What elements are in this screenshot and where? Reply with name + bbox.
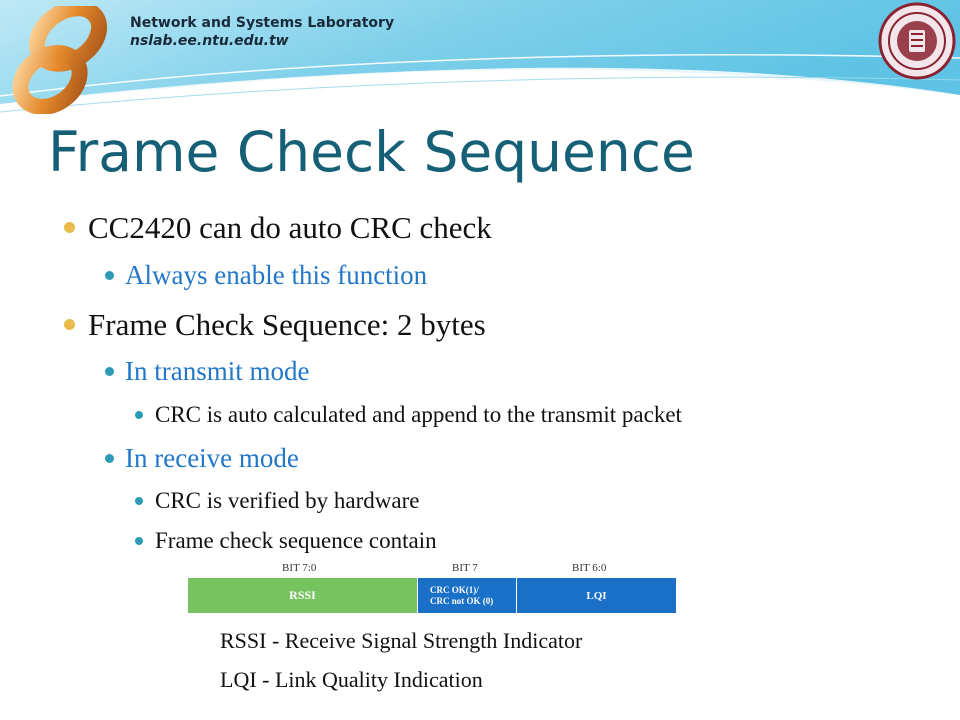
orange-infinity-logo-icon xyxy=(12,6,108,114)
bullet-item: CC2420 can do auto CRC check xyxy=(64,210,492,246)
bullet-dot-icon xyxy=(64,319,75,330)
bullet-item: CRC is auto calculated and append to the… xyxy=(135,402,682,428)
bit-label-lqi: BIT 6:0 xyxy=(572,562,607,574)
slide-header: Network and Systems Laboratory nslab.ee.… xyxy=(0,0,960,130)
abbreviation-lqi: LQI - Link Quality Indication xyxy=(220,667,483,692)
crc-status-line-1: CRC OK(1)/ xyxy=(430,584,479,595)
bullet-dot-icon xyxy=(105,367,114,376)
bullet-item: In transmit mode xyxy=(105,356,310,387)
bullet-item: In receive mode xyxy=(105,443,299,474)
lab-name: Network and Systems Laboratory xyxy=(130,15,395,31)
bullet-dot-icon xyxy=(105,454,114,463)
bit-label-rssi: BIT 7:0 xyxy=(282,562,317,574)
header-swoosh-background xyxy=(0,0,960,114)
bullet-text: In transmit mode xyxy=(125,356,310,386)
bullet-text: CRC is auto calculated and append to the… xyxy=(155,402,682,427)
bit-label-crc: BIT 7 xyxy=(452,562,478,574)
rssi-field-label: RSSI xyxy=(289,588,316,602)
lqi-field-label: LQI xyxy=(586,589,607,602)
bullet-text: CC2420 can do auto CRC check xyxy=(88,210,492,245)
abbreviation-rssi: RSSI - Receive Signal Strength Indicator xyxy=(220,628,583,653)
bullet-item: Always enable this function xyxy=(105,260,428,291)
bullet-text: CRC is verified by hardware xyxy=(155,488,420,513)
bullet-item: Frame check sequence contain xyxy=(135,528,437,554)
bullet-dot-icon xyxy=(105,271,114,280)
lqi-field: LQI xyxy=(517,578,676,613)
bullet-text: Frame Check Sequence: 2 bytes xyxy=(88,307,486,342)
rssi-field: RSSI xyxy=(188,578,417,613)
bullet-dot-icon xyxy=(135,411,143,419)
bullet-item: CRC is verified by hardware xyxy=(135,488,420,514)
bullet-item: Frame Check Sequence: 2 bytes xyxy=(64,307,486,343)
crc-status-line-2: CRC not OK (0) xyxy=(430,595,494,606)
lab-url: nslab.ee.ntu.edu.tw xyxy=(130,33,289,49)
crc-status-field: CRC OK(1)/ CRC not OK (0) xyxy=(417,578,517,613)
slide-title: Frame Check Sequence xyxy=(48,120,695,184)
bullet-dot-icon xyxy=(135,537,143,545)
bullet-dot-icon xyxy=(135,497,143,505)
bullet-text: Frame check sequence contain xyxy=(155,528,437,553)
bullet-dot-icon xyxy=(64,222,75,233)
university-seal-icon xyxy=(878,2,956,80)
bullet-text: In receive mode xyxy=(125,443,299,473)
bullet-text: Always enable this function xyxy=(125,260,428,290)
